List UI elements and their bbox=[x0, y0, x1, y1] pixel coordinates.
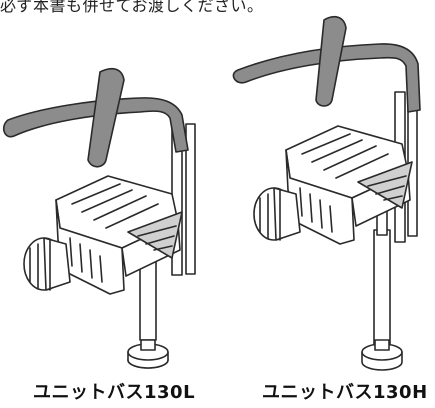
header-note: 必ず本書も併せてお渡しください。 bbox=[0, 0, 264, 15]
product-label-130h: ユニットバス130H bbox=[262, 382, 428, 403]
product-label-130l: ユニットバス130L bbox=[33, 382, 196, 403]
